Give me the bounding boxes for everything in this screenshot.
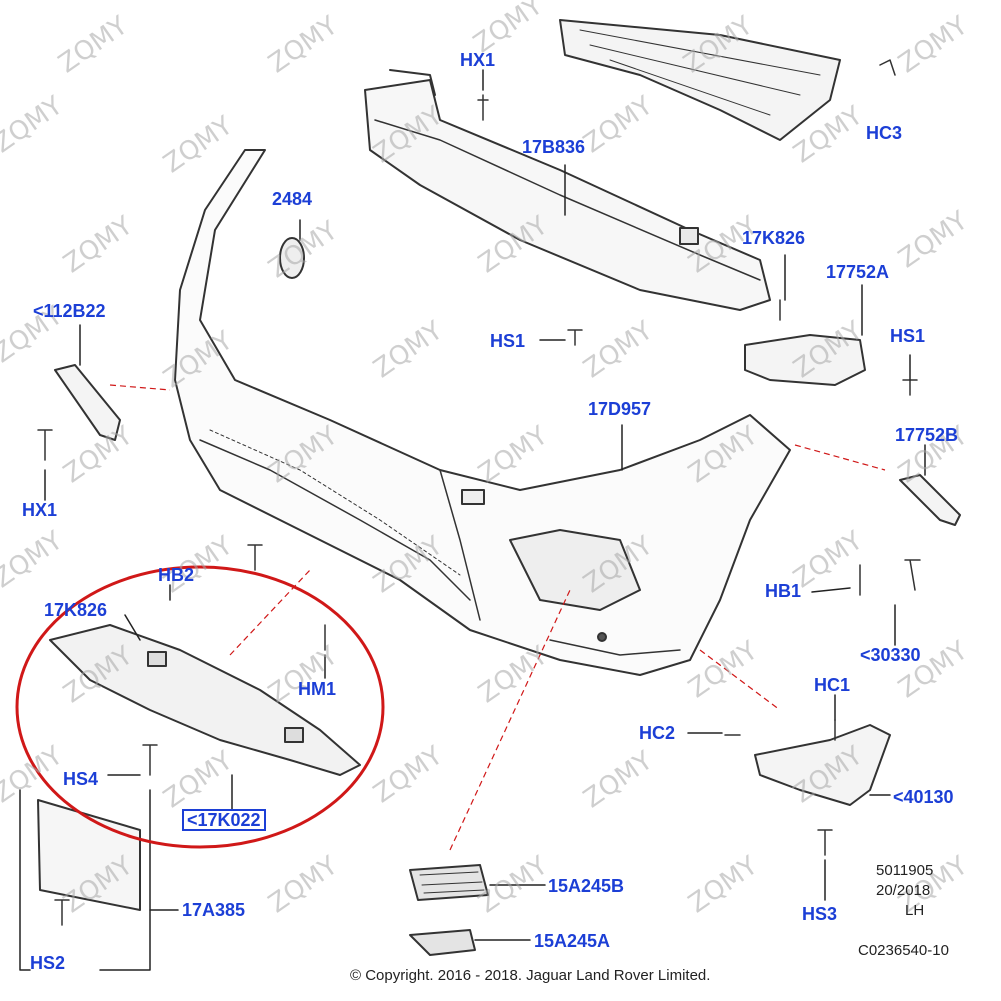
callout-17752a: 17752A (826, 262, 890, 282)
bracket-40130 (754, 724, 891, 806)
callout-15a245b: 15A245B (548, 876, 625, 896)
bracket-17752a (744, 334, 866, 386)
callout-hx1-top: HX1 (460, 50, 496, 70)
callout-hs3: HS3 (802, 904, 838, 924)
undertray-17k022 (49, 624, 361, 776)
grille-15a245b (409, 864, 489, 901)
trim-17752b (899, 474, 961, 526)
callout-17k022: <17K022 (182, 809, 266, 831)
diagram-date: 20/2018 (876, 882, 931, 899)
callout-15a245a: 15A245A (534, 931, 611, 951)
callout-hm1: HM1 (298, 679, 337, 699)
callout-17d957: 17D957 (588, 399, 652, 419)
diagram-code: C0236540-10 (858, 942, 949, 959)
callout-17k826-top: 17K826 (742, 228, 806, 248)
callout-hs2: HS2 (30, 953, 66, 973)
highlight-circle (15, 565, 385, 849)
reference-lines (109, 384, 886, 851)
ref-number: 5011905 (876, 862, 934, 879)
callout-hb1: HB1 (765, 581, 802, 601)
callout-17752b: 17752B (895, 425, 959, 445)
callout-hs4: HS4 (63, 769, 99, 789)
plate-bracket-17a385 (37, 799, 141, 911)
grille-15a245a (409, 929, 476, 956)
callout-hc2: HC2 (639, 723, 676, 743)
callout-112b22: <112B22 (33, 301, 106, 321)
callout-17k826-left: 17K826 (44, 600, 108, 620)
trim-112b22 (54, 364, 121, 441)
bumper-beam (364, 69, 771, 311)
fasteners (37, 59, 921, 926)
callout-40130: <40130 (893, 787, 954, 807)
callout-hs1-mid: HS1 (490, 331, 526, 351)
side-indicator: LH (905, 902, 925, 919)
leader-lines (19, 69, 926, 971)
callout-17b836: 17B836 (522, 137, 586, 157)
callout-hs1-right: HS1 (890, 326, 926, 346)
callout-hb2: HB2 (158, 565, 195, 585)
bumper-cover (174, 149, 791, 676)
upper-grille (559, 19, 841, 141)
callout-30330: <30330 (860, 645, 921, 665)
callout-hx1-left: HX1 (22, 500, 58, 520)
clip-2484 (279, 237, 305, 279)
callout-hc3: HC3 (866, 123, 903, 143)
callout-2484: 2484 (272, 189, 313, 209)
callout-17a385: 17A385 (182, 900, 246, 920)
callout-hc1: HC1 (814, 675, 851, 695)
copyright-notice: © Copyright. 2016 - 2018. Jaguar Land Ro… (350, 967, 711, 984)
